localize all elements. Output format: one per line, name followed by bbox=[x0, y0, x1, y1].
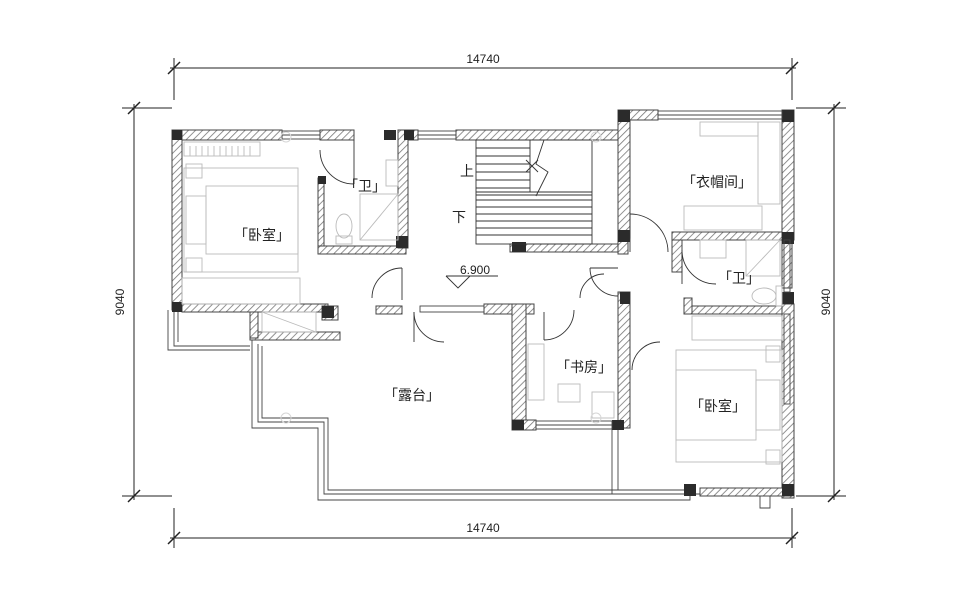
room-label-study: 「书房」 bbox=[556, 360, 612, 376]
dimension-left: 9040 bbox=[113, 288, 127, 315]
staircase bbox=[475, 139, 593, 245]
room-label-bedroom-left: 「卧室」 bbox=[234, 227, 290, 244]
dimension-lines bbox=[122, 58, 846, 548]
dimension-right: 9040 bbox=[819, 288, 833, 315]
walls bbox=[171, 109, 795, 499]
watermarks bbox=[280, 131, 602, 424]
level-marker bbox=[445, 275, 498, 289]
furniture bbox=[181, 121, 783, 465]
room-label-bedroom-right: 「卧室」 bbox=[690, 398, 746, 415]
level-value: 6.900 bbox=[460, 263, 490, 277]
room-label-terrace: 「露台」 bbox=[384, 388, 440, 404]
stair-up-label: 上 bbox=[460, 164, 474, 180]
room-label-bath-right: 「卫」 bbox=[718, 271, 760, 287]
windows bbox=[281, 110, 791, 430]
columns bbox=[172, 110, 794, 496]
dimension-top: 14740 bbox=[466, 52, 500, 66]
room-label-bath-left: 「卫」 bbox=[344, 179, 386, 195]
doors bbox=[319, 140, 717, 371]
dimension-bottom: 14740 bbox=[466, 521, 500, 535]
stair-down-label: 下 bbox=[452, 210, 466, 226]
terrace-railing bbox=[167, 310, 790, 509]
room-label-closet: 「衣帽间」 bbox=[682, 175, 752, 191]
